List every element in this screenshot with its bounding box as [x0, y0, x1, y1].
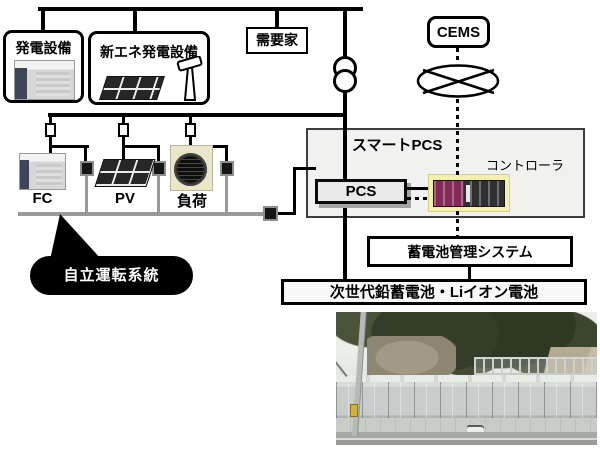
photo-container-tops	[336, 374, 597, 384]
pv-branch-line	[121, 145, 160, 148]
fuel-cell-icon	[19, 153, 66, 190]
fc-plug-stem	[84, 146, 87, 163]
connector-plug-icon	[263, 206, 278, 221]
photo-fence	[474, 357, 597, 375]
pv-icon-stem	[121, 147, 125, 160]
drop-line-consumer	[275, 7, 279, 28]
cems-box: CEMS	[427, 16, 490, 48]
load-standalone-stem	[224, 175, 228, 214]
drop-line-generation	[41, 7, 45, 31]
generation-equipment-label: 発電設備	[15, 40, 72, 56]
fc-icon-stem	[48, 147, 52, 155]
pv-plug-stem	[156, 146, 160, 163]
plc-modules-icon	[433, 180, 505, 207]
photo-pole-sign	[350, 404, 358, 417]
controller-device-icon	[428, 174, 510, 212]
bus-line-top	[38, 7, 363, 11]
consumer-box: 需要家	[246, 27, 308, 54]
photo-battery-containers	[336, 382, 597, 422]
solar-panel-icon	[99, 76, 165, 100]
fc-branch-line	[48, 145, 89, 148]
disconnect-switch-icon	[184, 123, 196, 137]
pv-label: PV	[114, 190, 135, 207]
pcs-to-controller-comm-line	[407, 197, 430, 200]
pv-drop-line	[121, 136, 125, 148]
cems-comm-line	[456, 48, 459, 63]
pcs-box: PCS	[315, 179, 407, 204]
cems-label: CEMS	[436, 24, 481, 41]
fc-standalone-stem	[84, 175, 88, 214]
fc-label: FC	[32, 190, 53, 207]
transformer-icon	[333, 69, 357, 93]
battery-bus-label: 次世代鉛蓄電池・Liイオン電池	[329, 284, 539, 301]
fc-drop-line	[48, 116, 52, 125]
ac-outdoor-unit-icon	[170, 145, 213, 191]
load-drop-line	[188, 136, 192, 147]
wind-turbine-icon	[176, 56, 203, 101]
load-drop-line	[188, 116, 192, 125]
disconnect-switch-icon	[117, 123, 129, 137]
battery-management-box: 蓄電池管理システム	[367, 236, 573, 267]
standalone-bus-line	[18, 212, 266, 216]
controller-to-bms-comm-line	[456, 211, 459, 237]
photo-car	[466, 425, 484, 433]
bms-to-battery-line	[468, 266, 471, 280]
controller-label: コントローラ	[486, 158, 565, 173]
new-energy-equipment-label: 新エネ発電設備	[100, 44, 198, 60]
smart-pcs-title: スマートPCS	[352, 137, 443, 154]
network-ellipse-icon	[416, 64, 500, 98]
standalone-system-callout: 自立運転系統	[30, 256, 193, 295]
load-plug-stem	[224, 146, 228, 163]
battery-management-label: 蓄電池管理システム	[407, 244, 533, 260]
pcs-to-controller-line	[407, 187, 430, 190]
battery-bus-box: 次世代鉛蓄電池・Liイオン電池	[281, 279, 587, 305]
main-vertical-line	[343, 7, 347, 281]
load-label: 負荷	[176, 193, 207, 210]
standalone-to-pcs-line	[293, 167, 296, 215]
drop-line-new-energy	[133, 7, 137, 32]
callout-pointer	[50, 214, 102, 260]
fan-grille-icon	[174, 153, 207, 186]
consumer-label: 需要家	[256, 32, 298, 48]
connector-plug-icon	[219, 161, 234, 176]
connector-plug-icon	[151, 161, 166, 176]
standalone-to-pcs-line	[276, 212, 296, 215]
pv-panel-icon	[94, 159, 156, 187]
disconnect-switch-icon	[44, 123, 56, 137]
generator-icon	[14, 60, 75, 100]
connector-plug-icon	[79, 161, 94, 176]
fc-drop-line	[48, 136, 52, 148]
generation-equipment-box: 発電設備	[3, 30, 84, 103]
pv-standalone-stem	[156, 175, 160, 214]
photo-road	[336, 431, 597, 445]
network-to-controller-comm-line	[456, 99, 459, 177]
standalone-to-pcs-line	[293, 167, 316, 170]
bus-line-second	[48, 113, 347, 117]
new-energy-equipment-box: 新エネ発電設備	[88, 31, 210, 105]
pv-drop-line	[121, 116, 125, 125]
battery-site-photo	[336, 312, 597, 445]
